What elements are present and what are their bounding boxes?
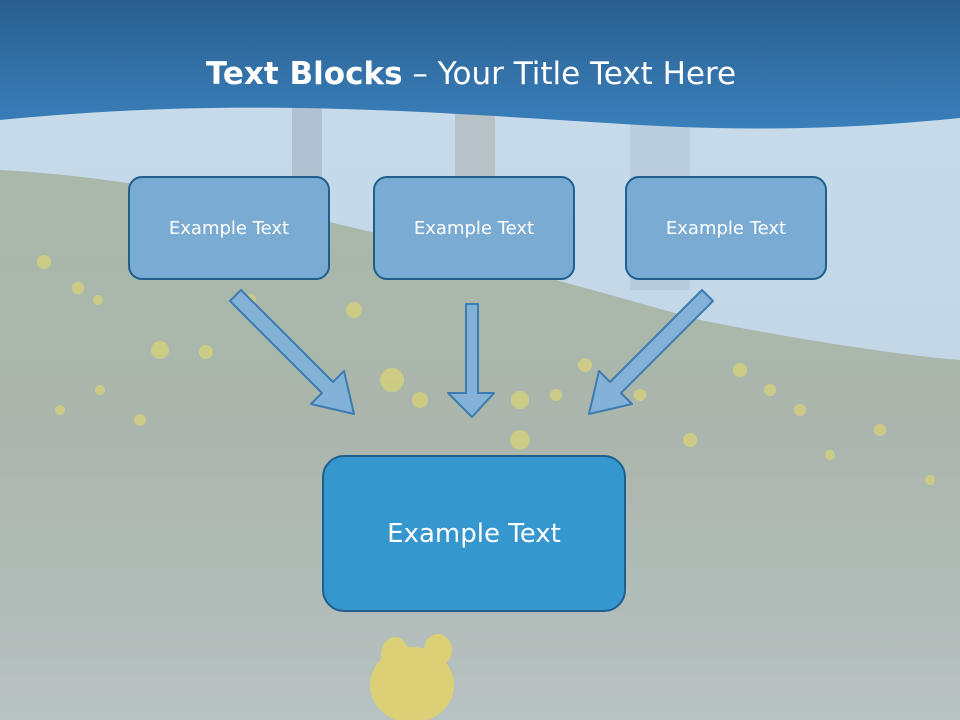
text-block-3-label: Example Text	[665, 217, 787, 239]
title-rest-part: Your Title Text Here	[437, 56, 737, 92]
text-block-1[interactable]: Example Text	[128, 176, 330, 280]
arrow-center-down	[447, 303, 495, 418]
slide-title: Text Blocks – Your Title Text Here	[0, 52, 942, 96]
result-text-block-label: Example Text	[387, 518, 561, 549]
text-block-2[interactable]: Example Text	[373, 176, 575, 280]
title-separator: –	[402, 56, 438, 92]
arrow-right-diagonal	[588, 289, 714, 415]
text-block-1-label: Example Text	[168, 217, 290, 239]
text-block-2-label: Example Text	[413, 217, 535, 239]
text-block-3[interactable]: Example Text	[625, 176, 827, 280]
title-bold-part: Text Blocks	[205, 56, 403, 92]
arrow-left-diagonal	[229, 289, 355, 415]
result-text-block[interactable]: Example Text	[322, 455, 626, 612]
